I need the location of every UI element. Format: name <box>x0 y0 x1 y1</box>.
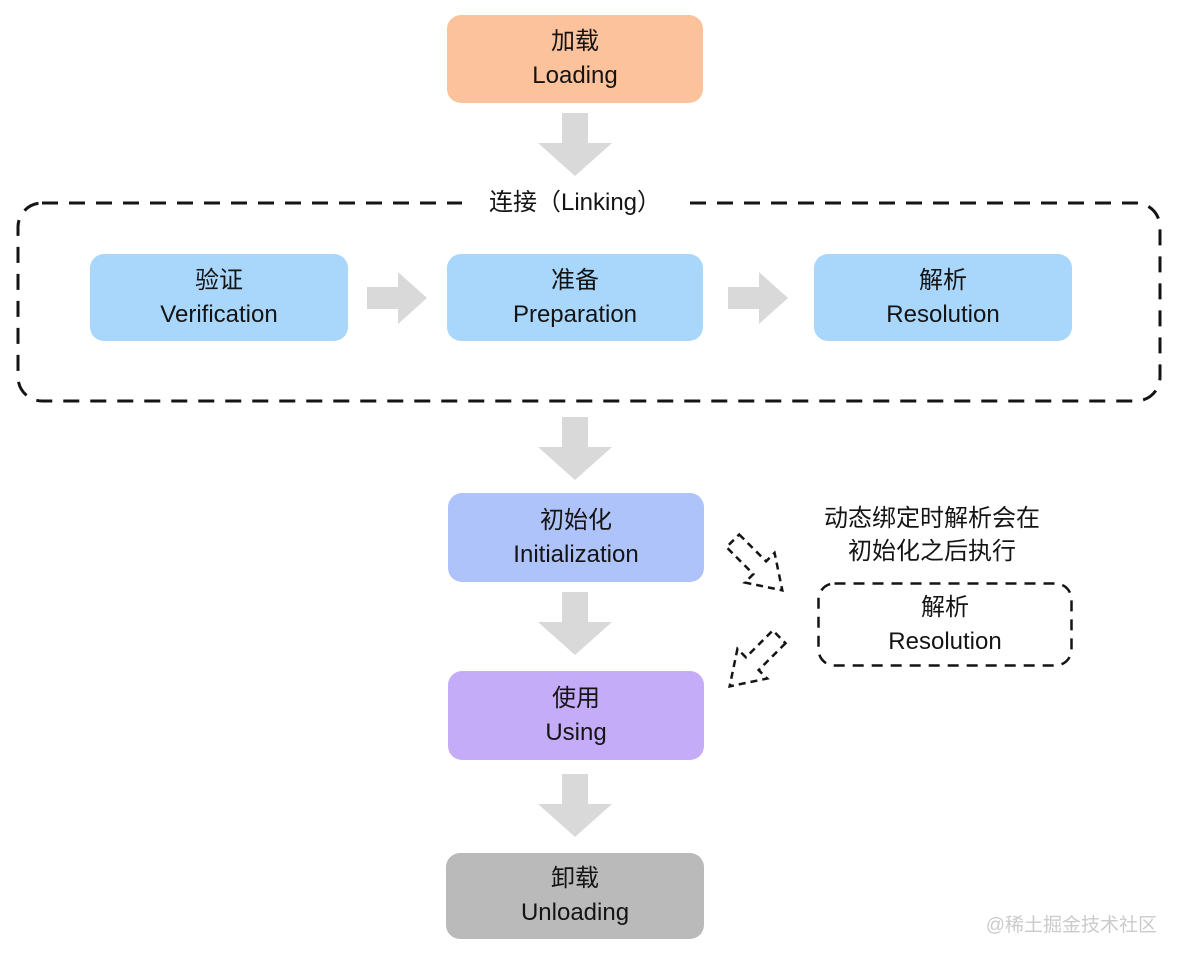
annotation-line-2: 初始化之后执行 <box>848 538 1016 565</box>
annotation-line-1: 动态绑定时解析会在 <box>824 505 1040 532</box>
node-preparation-label-zh: 准备 <box>551 266 599 294</box>
node-verification-label-zh: 验证 <box>195 266 243 294</box>
node-loading-label-zh: 加载 <box>551 28 599 55</box>
node-unloading-label-zh: 卸载 <box>551 865 599 892</box>
node-preparation-label-en: Preparation <box>512 300 638 328</box>
node-using: 使用 Using <box>448 671 704 760</box>
node-unloading: 卸载 Unloading <box>446 853 704 939</box>
dynamic-binding-annotation: 动态绑定时解析会在 初始化之后执行 <box>792 502 1072 568</box>
node-initialization: 初始化 Initialization <box>448 493 704 582</box>
node-initialization-label-zh: 初始化 <box>540 506 612 534</box>
node-resolution: 解析 Resolution <box>814 254 1072 341</box>
node-resolution-label-zh: 解析 <box>919 266 967 294</box>
node-using-label-en: Using <box>545 718 607 746</box>
arrow-right-icon <box>728 272 788 324</box>
node-loading: 加载 Loading <box>447 15 703 103</box>
node-dynamic-resolution-label-en: Resolution <box>888 627 1002 655</box>
arrow-down-icon <box>538 113 612 176</box>
arrow-right-icon <box>367 272 427 324</box>
linking-group-label: 连接（Linking） <box>462 185 688 221</box>
node-unloading-label-en: Unloading <box>520 899 630 926</box>
node-verification: 验证 Verification <box>90 254 348 341</box>
dashed-border <box>817 582 1073 667</box>
node-verification-label-en: Verification <box>160 300 278 328</box>
node-resolution-label-en: Resolution <box>886 300 1000 328</box>
watermark: @稀土掘金技术社区 <box>985 915 1157 936</box>
arrow-down-icon <box>538 592 612 655</box>
dashed-arrow-down-left-icon <box>728 628 788 688</box>
node-loading-label-en: Loading <box>532 62 618 89</box>
node-using-label-zh: 使用 <box>552 684 600 712</box>
arrow-down-icon <box>538 417 612 480</box>
node-dynamic-resolution: 解析 Resolution <box>817 582 1073 667</box>
dashed-arrow-down-right-icon <box>724 532 784 592</box>
node-initialization-label-en: Initialization <box>513 540 639 568</box>
node-dynamic-resolution-label-zh: 解析 <box>921 593 969 621</box>
arrow-down-icon <box>538 774 612 837</box>
node-preparation: 准备 Preparation <box>447 254 703 341</box>
